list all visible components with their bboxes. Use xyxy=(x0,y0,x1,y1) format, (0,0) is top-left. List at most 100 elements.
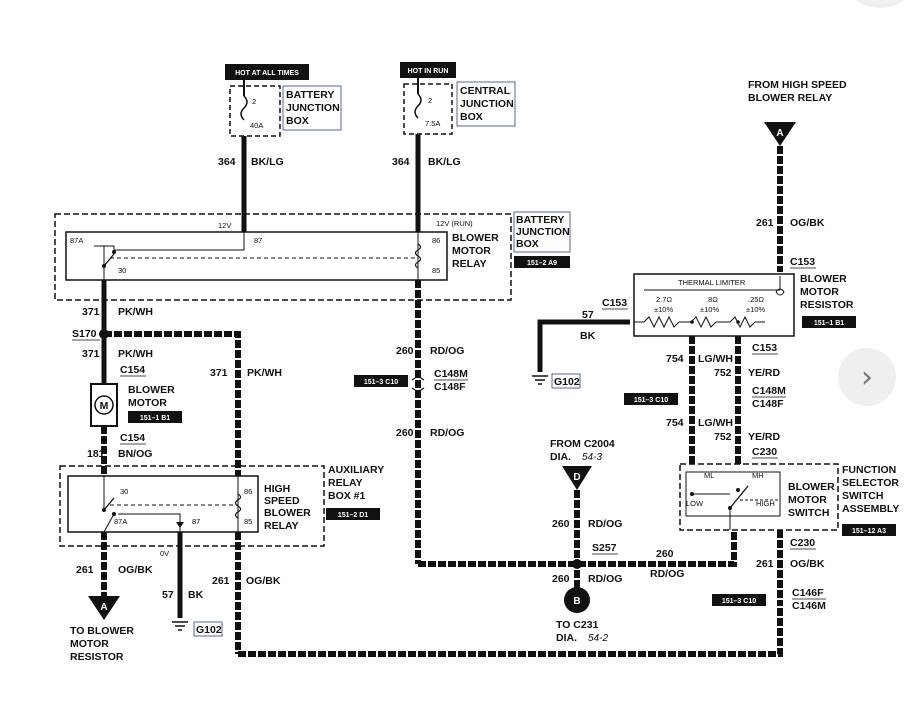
svg-text:C148F: C148F xyxy=(752,398,784,410)
svg-text:C146M: C146M xyxy=(792,600,826,612)
svg-text:HIGH: HIGH xyxy=(264,483,290,495)
ref-arrow-b-letter: B xyxy=(573,596,580,607)
svg-text:MOTOR: MOTOR xyxy=(800,286,839,298)
wire-261-color-3: OG/BK xyxy=(790,217,825,229)
splice-s257-label: S257 xyxy=(592,542,617,554)
svg-text:AUXILIARY: AUXILIARY xyxy=(328,464,384,476)
svg-text:FROM C2004: FROM C2004 xyxy=(550,438,615,450)
next-arrow-button[interactable]: › xyxy=(838,348,896,406)
svg-text:87A: 87A xyxy=(114,517,127,526)
svg-text:ASSEMBLY: ASSEMBLY xyxy=(842,503,899,515)
connector-c146: 151–3 C10 C146F C146M xyxy=(712,587,826,612)
svg-text:2: 2 xyxy=(252,97,256,106)
wire-371-num-3: 371 xyxy=(210,367,228,379)
blower-motor-relay-label: BLOWER MOTOR RELAY 151–2 A9 xyxy=(452,232,570,270)
svg-text:BATTERY: BATTERY xyxy=(516,214,564,226)
central-junction-box-label: CENTRAL JUNCTION BOX xyxy=(456,81,516,127)
svg-text:FUNCTION: FUNCTION xyxy=(842,464,896,476)
ref-arrow-d xyxy=(562,466,592,490)
svg-text:±10%: ±10% xyxy=(654,305,673,314)
svg-text:THERMAL LIMITER: THERMAL LIMITER xyxy=(678,278,746,287)
wire-260-color-5: RD/OG xyxy=(588,573,622,585)
svg-text:M: M xyxy=(100,400,109,412)
svg-text:C146F: C146F xyxy=(792,587,824,599)
wire-261-color-2: OG/BK xyxy=(246,575,281,587)
svg-text:30: 30 xyxy=(120,487,128,496)
svg-text:±10%: ±10% xyxy=(700,305,719,314)
svg-text:JUNCTION: JUNCTION xyxy=(286,102,340,114)
from-high-speed-relay-label: FROM HIGH SPEED BLOWER RELAY xyxy=(748,79,847,104)
svg-text:RELAY: RELAY xyxy=(264,520,299,532)
svg-text:RESISTOR: RESISTOR xyxy=(800,299,854,311)
svg-text:RESISTOR: RESISTOR xyxy=(70,651,124,663)
svg-text:BLOWER: BLOWER xyxy=(800,273,847,285)
wire-752-num-1: 752 xyxy=(714,367,732,379)
svg-text:C148F: C148F xyxy=(434,381,466,393)
wire-371-color-3: PK/WH xyxy=(247,367,282,379)
wire-181-color: BN/OG xyxy=(118,448,152,460)
zero-volt-label: 0V xyxy=(160,549,169,558)
svg-text:86: 86 xyxy=(432,236,440,245)
svg-text:SELECTOR: SELECTOR xyxy=(842,477,899,489)
wire-260-num-1: 260 xyxy=(396,345,414,357)
svg-text:BATTERY: BATTERY xyxy=(286,89,334,101)
ref-arrow-d-letter: D xyxy=(573,472,580,483)
wire-261-bottom-run xyxy=(238,600,783,657)
svg-text:12V: 12V xyxy=(218,221,231,230)
wire-57-num-2: 57 xyxy=(582,309,594,321)
wire-261-num-1: 261 xyxy=(76,564,94,576)
wire-57-resistor-ground xyxy=(537,319,630,372)
chevron-right-icon: › xyxy=(861,359,873,395)
from-c2004-label: FROM C2004 DIA. 54-3 xyxy=(550,438,615,463)
blower-motor-label: BLOWER MOTOR 151–1 B1 xyxy=(128,384,182,423)
ground-g102-left: G102 xyxy=(172,621,223,637)
hot-at-all-times-tag: HOT AT ALL TIMES xyxy=(225,64,309,80)
blower-motor-switch-label: BLOWER MOTOR SWITCH xyxy=(788,481,835,519)
svg-text:RELAY: RELAY xyxy=(452,258,487,270)
svg-text:SWITCH: SWITCH xyxy=(842,490,883,502)
svg-text:54-3: 54-3 xyxy=(582,452,602,463)
svg-text:MOTOR: MOTOR xyxy=(70,638,109,650)
svg-text:SWITCH: SWITCH xyxy=(788,507,829,519)
svg-text:C148M: C148M xyxy=(752,385,786,397)
splice-s170-label: S170 xyxy=(72,328,97,340)
ground-g102-right: G102 xyxy=(532,373,581,389)
svg-text:HOT IN RUN: HOT IN RUN xyxy=(408,68,449,75)
svg-text:BOX: BOX xyxy=(460,111,483,123)
connector-c153-left: C153 xyxy=(602,297,627,309)
wire-752-color-2: YE/RD xyxy=(748,431,781,443)
svg-text:85: 85 xyxy=(432,266,440,275)
svg-text:JUNCTION: JUNCTION xyxy=(460,98,514,110)
svg-text:87A: 87A xyxy=(70,236,83,245)
wire-364-right-color: BK/LG xyxy=(428,156,461,168)
wire-57-color-2: BK xyxy=(580,330,596,342)
splice-s257-dot xyxy=(572,559,582,569)
wire-260-color-1: RD/OG xyxy=(430,345,464,357)
svg-text:MOTOR: MOTOR xyxy=(452,245,491,257)
svg-text:86: 86 xyxy=(244,487,252,496)
svg-text:HOT AT ALL TIMES: HOT AT ALL TIMES xyxy=(235,70,299,77)
svg-text:FROM HIGH SPEED: FROM HIGH SPEED xyxy=(748,79,847,91)
wire-371-color-1: PK/WH xyxy=(118,306,153,318)
svg-text:30: 30 xyxy=(118,266,126,275)
ref-arrow-a-bottom-letter: A xyxy=(100,602,107,613)
svg-text:±10%: ±10% xyxy=(746,305,765,314)
blower-motor-resistor: THERMAL LIMITER 2.7Ω ±10% .8Ω ±10% .25Ω … xyxy=(633,273,795,337)
wire-260-horizontal xyxy=(418,530,737,567)
wire-371-color-2: PK/WH xyxy=(118,348,153,360)
fuse-40a: 2 40A xyxy=(229,80,281,137)
svg-text:12V (RUN): 12V (RUN) xyxy=(436,219,473,228)
svg-text:BLOWER: BLOWER xyxy=(128,384,175,396)
svg-text:ML: ML xyxy=(704,471,714,480)
svg-text:54-2: 54-2 xyxy=(588,633,608,644)
svg-text:.8Ω: .8Ω xyxy=(706,295,718,304)
wire-57-color-1: BK xyxy=(188,589,204,601)
svg-text:MOTOR: MOTOR xyxy=(788,494,827,506)
ref-arrow-b xyxy=(564,587,590,613)
svg-text:CENTRAL: CENTRAL xyxy=(460,85,511,97)
svg-text:HIGH: HIGH xyxy=(756,499,775,508)
blower-motor: M xyxy=(90,383,118,427)
connector-c230-top: C230 xyxy=(752,446,777,458)
svg-text:BLOWER: BLOWER xyxy=(264,507,311,519)
